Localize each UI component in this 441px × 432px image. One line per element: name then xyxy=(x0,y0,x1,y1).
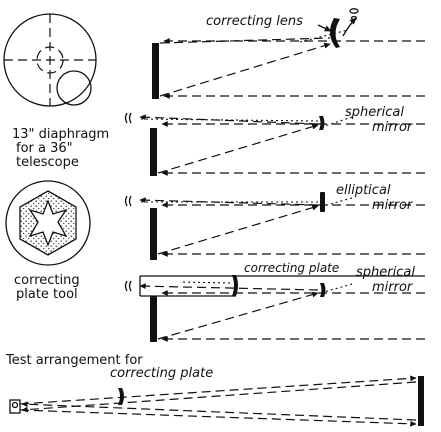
ray-2f xyxy=(321,116,353,128)
diaphragm-label-1: 13" diaphragm xyxy=(12,127,109,142)
test-arrangement-label-2: correcting plate xyxy=(110,366,213,381)
eyepiece-ray xyxy=(342,17,357,37)
correcting-lens-shape xyxy=(329,18,340,48)
ray-4f xyxy=(323,283,353,293)
eyepiece-icon-4 xyxy=(124,280,132,292)
diaphragm-aperture-circle xyxy=(56,70,92,106)
spherical-mirror-1-label-a: spherical xyxy=(345,105,404,120)
panel-spherical-mirror-1 xyxy=(124,112,425,176)
panel-correcting-lens xyxy=(152,8,425,99)
eyepiece-icon xyxy=(349,8,359,14)
spherical-mirror-1-label-b: mirror xyxy=(372,120,414,135)
spherical-mirror-2-label-b: mirror xyxy=(372,280,414,295)
correcting-plate-shape xyxy=(232,275,238,296)
primary-mirror-2 xyxy=(150,128,157,176)
tool-label-2: plate tool xyxy=(16,287,78,302)
ray-4c xyxy=(157,291,319,340)
ray-4e xyxy=(179,281,231,284)
secondary-mirror-2 xyxy=(319,116,325,130)
tool-outer-circle xyxy=(5,180,91,266)
test-mirror xyxy=(418,376,424,426)
light-source-icon xyxy=(9,399,21,414)
eyepiece-icon-3 xyxy=(124,195,132,207)
correcting-plate-tool-figure xyxy=(5,180,91,266)
diaphragm-center-circle xyxy=(36,46,64,74)
ray-1c xyxy=(159,42,331,97)
elliptical-mirror-label-b: mirror xyxy=(372,198,414,213)
test-arrangement-figure xyxy=(9,375,424,427)
tool-star xyxy=(28,199,68,247)
test-arrangement-label-1: Test arrangement for xyxy=(5,353,143,368)
lens-pointer xyxy=(317,24,332,32)
ray-3f xyxy=(322,197,353,207)
panel-correcting-plate xyxy=(124,275,425,342)
diaphragm-figure xyxy=(3,13,97,107)
eyepiece-icon-lower xyxy=(350,15,358,21)
light-bulb-icon xyxy=(11,401,19,409)
eyepiece-icon-2 xyxy=(124,112,132,124)
test-correcting-plate xyxy=(118,388,124,405)
ray-2c xyxy=(157,123,319,174)
ray-1e xyxy=(299,29,349,43)
test-ray-c xyxy=(19,409,417,427)
ray-2d xyxy=(139,114,319,125)
secondary-mirror-3 xyxy=(320,192,325,212)
correcting-lens-label: correcting lens xyxy=(206,14,303,29)
correcting-plate-label: correcting plate xyxy=(244,261,339,275)
primary-mirror-3 xyxy=(150,208,157,260)
primary-mirror-1 xyxy=(152,43,159,99)
spherical-mirror-2-label-a: spherical xyxy=(356,265,415,280)
ray-3c xyxy=(157,204,319,255)
elliptical-mirror-label-a: elliptical xyxy=(336,183,391,198)
test-ray-d xyxy=(21,401,417,421)
primary-mirror-4 xyxy=(150,296,157,342)
secondary-mirror-4 xyxy=(320,283,326,297)
test-ray-a xyxy=(19,375,417,405)
ray-4d xyxy=(139,283,319,291)
tool-label-1: correcting xyxy=(14,273,80,288)
diaphragm-label-2: for a 36" xyxy=(16,141,73,156)
diaphragm-label-3: telescope xyxy=(16,155,79,170)
test-ray-b xyxy=(21,381,417,413)
panel-elliptical-mirror xyxy=(124,192,425,260)
ray-3d xyxy=(139,197,319,206)
ray-1d xyxy=(159,37,331,44)
